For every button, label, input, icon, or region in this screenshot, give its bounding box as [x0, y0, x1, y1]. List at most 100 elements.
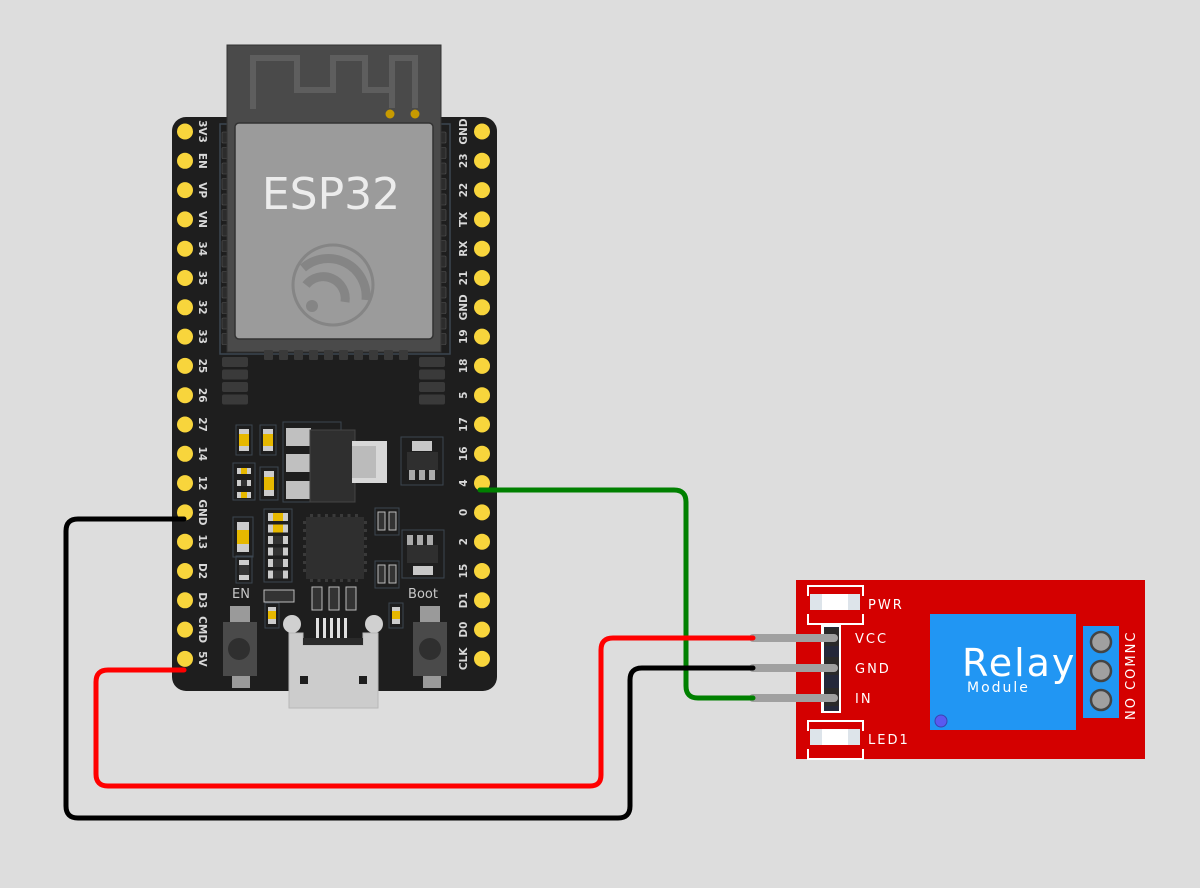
pin-right-rx[interactable]: RX [458, 241, 490, 257]
pin-label: 15 [458, 564, 470, 579]
antenna-pad [410, 109, 420, 119]
pin-right-19[interactable]: 19 [458, 328, 490, 345]
pin-left-d2[interactable]: D2 [177, 563, 208, 579]
pin-right-d0[interactable]: D0 [458, 622, 490, 638]
pin-label: CMD [196, 616, 208, 643]
pin-left-35[interactable]: 35 [177, 270, 208, 286]
pin-label: 27 [196, 417, 208, 432]
espressif-logo-icon [291, 243, 375, 327]
pin-left-5v[interactable]: 5V [177, 650, 208, 668]
wire-red-5v-to-vcc[interactable] [93, 635, 756, 789]
pin-label: D3 [196, 592, 208, 608]
pin-left-en[interactable]: EN [177, 152, 208, 169]
pin-label: 5 [458, 392, 470, 399]
pwr-led [807, 585, 864, 625]
pin-left-33[interactable]: 33 [177, 328, 208, 345]
pin-right-23[interactable]: 23 [458, 152, 490, 169]
pin-right-clk[interactable]: CLK [458, 647, 490, 670]
terminal-com[interactable] [1089, 659, 1113, 683]
relay-subtitle: Module [967, 680, 1030, 696]
terminal-no[interactable] [1089, 688, 1113, 712]
pin-label: RX [458, 241, 470, 257]
pin-label: D1 [458, 592, 470, 608]
pin-right-17[interactable]: 17 [458, 416, 490, 433]
pin-label: VP [196, 182, 208, 198]
pin-left-14[interactable]: 14 [177, 445, 208, 462]
pin-label: 17 [458, 417, 470, 432]
pin-label: 26 [196, 388, 208, 403]
pin-left-13[interactable]: 13 [177, 533, 208, 550]
pin-right-16[interactable]: 16 [458, 445, 490, 462]
pin-label: GND [196, 499, 208, 525]
pin-left-25[interactable]: 25 [177, 357, 208, 374]
pin-label: CLK [458, 647, 470, 670]
pin-label: VN [196, 211, 208, 228]
pin-right-gnd[interactable]: GND [458, 294, 490, 320]
pin-label: 35 [196, 271, 208, 286]
pin-left-27[interactable]: 27 [177, 416, 208, 433]
en-button[interactable] [223, 606, 257, 688]
pin-left-cmd[interactable]: CMD [177, 616, 208, 643]
pin-right-d1[interactable]: D1 [458, 592, 490, 608]
pin-label: 34 [196, 241, 208, 256]
esp32-board[interactable]: ESP32 [172, 44, 497, 709]
pin-label: 22 [458, 183, 470, 198]
pin-left-d3[interactable]: D3 [177, 592, 208, 608]
pin-left-gnd[interactable]: GND [177, 499, 208, 526]
pin-label: 18 [458, 359, 470, 374]
wires [63, 487, 756, 821]
boot-button[interactable] [413, 606, 447, 688]
pin-right-18[interactable]: 18 [458, 357, 490, 374]
pin-label: D2 [196, 563, 208, 579]
led1 [807, 720, 864, 760]
pin-right-4[interactable]: 4 [458, 475, 490, 492]
relay-body [930, 614, 1076, 730]
pin-right-gnd[interactable]: GND [458, 118, 490, 145]
pin-right-0[interactable]: 0 [458, 504, 490, 521]
pin-label: EN [196, 153, 208, 169]
pin-left-3v3[interactable]: 3V3 [177, 120, 208, 143]
wire-black-gnd-to-gnd[interactable] [63, 516, 756, 821]
pin-left-vn[interactable]: VN [177, 211, 208, 228]
led1-label: LED1 [868, 733, 910, 748]
module-pads [221, 131, 447, 405]
pin-left-32[interactable]: 32 [177, 299, 208, 316]
module-label: ESP32 [262, 169, 400, 220]
pin-right-tx[interactable]: TX [458, 211, 490, 228]
pin-label: 25 [196, 359, 208, 374]
wire-green-gpio4-to-in[interactable] [477, 487, 756, 701]
pin-label-in: IN [855, 692, 873, 707]
pin-label: 16 [458, 446, 470, 461]
pin-right-22[interactable]: 22 [458, 182, 490, 199]
antenna-pad [385, 109, 395, 119]
pin-label: 14 [196, 446, 208, 461]
pin-left-26[interactable]: 26 [177, 387, 208, 404]
pin-label: D0 [458, 622, 470, 638]
pin-right-15[interactable]: 15 [458, 563, 490, 579]
pin-label: GND [458, 294, 470, 320]
pin-left-12[interactable]: 12 [177, 475, 208, 492]
usb-connector [283, 615, 383, 709]
antenna-trace [250, 55, 418, 109]
terminal-label: NO COMNC [1124, 631, 1139, 720]
pin-left-34[interactable]: 34 [177, 240, 208, 257]
terminal-nc[interactable] [1089, 630, 1113, 654]
pin-label: 12 [196, 476, 208, 491]
pin-label: 4 [458, 479, 470, 486]
relay-module[interactable]: PWR LED1 VCC GND IN Relay Module NO COMN… [749, 580, 1145, 760]
pin-label: 5V [196, 651, 208, 667]
pin-label: 33 [196, 329, 208, 344]
module-bottom-pads [264, 350, 408, 360]
relay-title: Relay [962, 641, 1076, 685]
pin-right-21[interactable]: 21 [458, 270, 490, 286]
pin-label-vcc: VCC [855, 632, 888, 647]
pin-label: TX [458, 212, 470, 227]
pin-label-gnd: GND [855, 662, 891, 677]
pin-right-5[interactable]: 5 [458, 387, 490, 404]
smd-components [232, 421, 445, 629]
pin-right-2[interactable]: 2 [458, 533, 490, 550]
pin-left-vp[interactable]: VP [177, 182, 208, 198]
